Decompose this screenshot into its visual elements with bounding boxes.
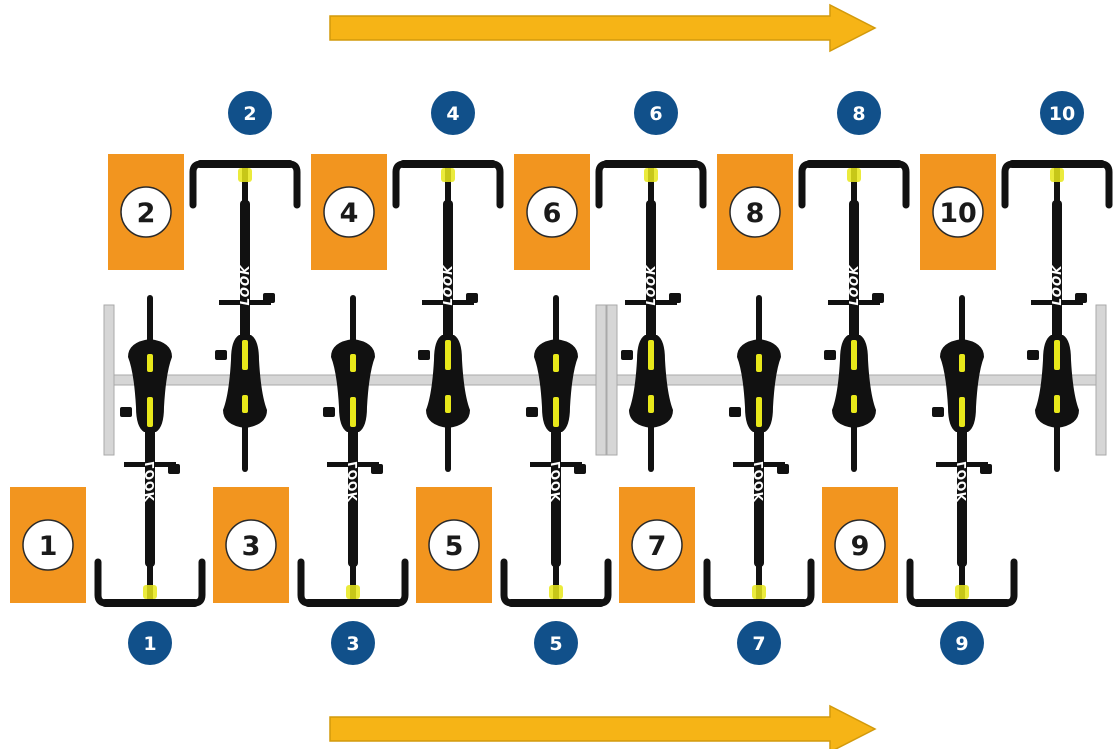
rack-post	[103, 304, 115, 456]
bikes: LOOK LOOK LOOK LOOK LOOK LOOK LOOK LOOK LOOK LOOK	[94, 160, 1113, 607]
bicycle-icon: LOOK	[392, 160, 504, 472]
position-badge-number: 10	[1049, 103, 1075, 125]
position-box-top: 10	[920, 154, 996, 270]
position-badge-number: 4	[446, 103, 459, 125]
position-badge-top: 2	[228, 91, 272, 135]
rack-post	[606, 304, 618, 456]
bicycle-icon: LOOK	[798, 160, 910, 472]
bike-brand-label: LOOK	[644, 264, 658, 306]
bicycle-icon: LOOK	[189, 160, 301, 472]
position-badge-top: 4	[431, 91, 475, 135]
bicycle-icon: LOOK	[1001, 160, 1113, 472]
position-box-number: 9	[851, 531, 870, 562]
bicycle-icon: LOOK	[595, 160, 707, 472]
position-badge-bottom: 7	[737, 621, 781, 665]
position-badge-number: 1	[143, 633, 156, 655]
position-badge-number: 2	[243, 103, 256, 125]
bike-brand-label: LOOK	[238, 264, 252, 306]
position-box-bottom: 5	[416, 487, 492, 603]
position-badge-number: 8	[852, 103, 865, 125]
bicycle-icon: LOOK	[500, 295, 612, 607]
bicycle-icon: LOOK	[297, 295, 409, 607]
position-badge-bottom: 9	[940, 621, 984, 665]
direction-arrow-bottom	[329, 704, 877, 749]
position-badge-bottom: 5	[534, 621, 578, 665]
bicycle-icon: LOOK	[906, 295, 1018, 607]
bike-brand-label: LOOK	[441, 264, 455, 306]
position-box-bottom: 9	[822, 487, 898, 603]
position-box-number: 10	[939, 198, 977, 229]
position-box-bottom: 1	[10, 487, 86, 603]
position-badge-number: 5	[549, 633, 562, 655]
position-box-number: 3	[242, 531, 261, 562]
position-badges: 2 4 6 8 10 1 3 5 7 9	[128, 91, 1084, 665]
position-box-top: 6	[514, 154, 590, 270]
position-box-number: 8	[746, 198, 765, 229]
position-box-top: 2	[108, 154, 184, 270]
bike-brand-label: LOOK	[955, 462, 969, 504]
position-box-number: 6	[543, 198, 562, 229]
position-box-number: 5	[445, 531, 464, 562]
position-box-bottom: 7	[619, 487, 695, 603]
position-box-number: 7	[648, 531, 667, 562]
rack-post	[595, 304, 607, 456]
position-box-number: 2	[137, 198, 156, 229]
bike-brand-label: LOOK	[1050, 264, 1064, 306]
rack-post	[1095, 304, 1107, 456]
position-badge-top: 10	[1040, 91, 1084, 135]
position-box-bottom: 3	[213, 487, 289, 603]
bike-brand-label: LOOK	[346, 462, 360, 504]
position-badge-number: 6	[649, 103, 662, 125]
direction-arrow-top	[329, 3, 877, 53]
position-boxes: 2 4 6 8 10 1 3 5 7 9	[10, 154, 996, 603]
position-badge-top: 6	[634, 91, 678, 135]
position-badge-number: 9	[955, 633, 968, 655]
position-badge-top: 8	[837, 91, 881, 135]
bike-rack	[103, 304, 1107, 456]
position-box-top: 4	[311, 154, 387, 270]
bicycle-icon: LOOK	[94, 295, 206, 607]
bike-brand-label: LOOK	[752, 462, 766, 504]
position-badge-bottom: 1	[128, 621, 172, 665]
position-badge-number: 3	[346, 633, 359, 655]
bike-brand-label: LOOK	[143, 462, 157, 504]
position-badge-number: 7	[752, 633, 765, 655]
position-badge-bottom: 3	[331, 621, 375, 665]
bicycle-icon: LOOK	[703, 295, 815, 607]
position-box-number: 4	[340, 198, 359, 229]
position-box-top: 8	[717, 154, 793, 270]
position-box-number: 1	[39, 531, 58, 562]
bike-brand-label: LOOK	[847, 264, 861, 306]
bike-brand-label: LOOK	[549, 462, 563, 504]
